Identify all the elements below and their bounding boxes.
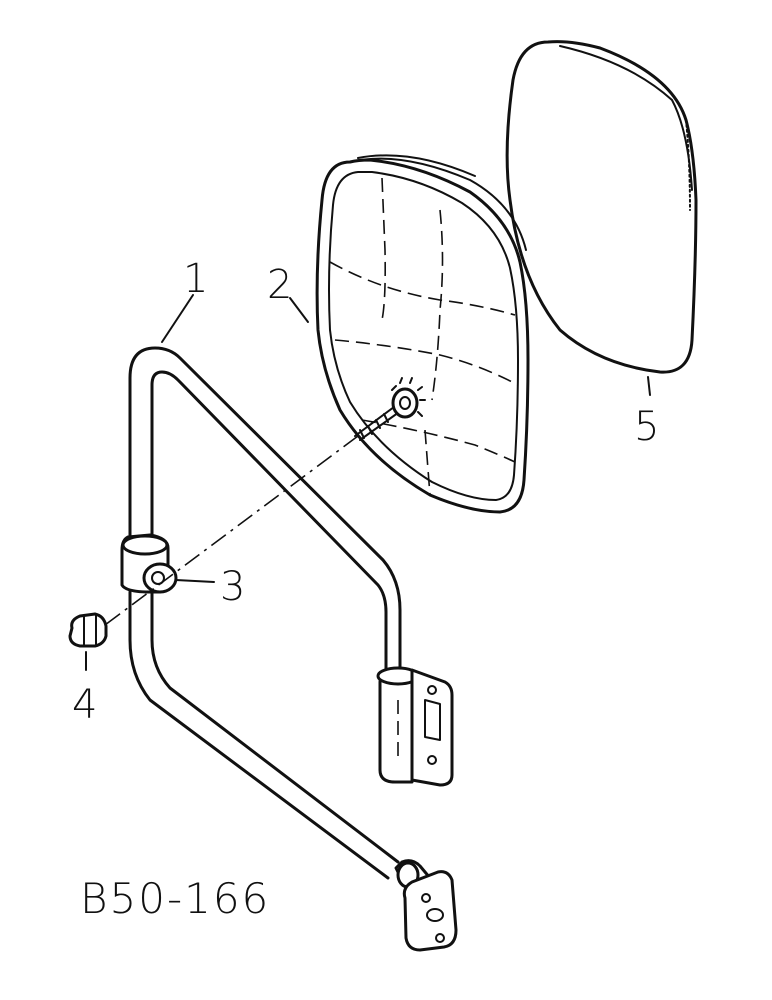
callout-part-3: 3 [220, 564, 245, 610]
assembly-axis-line [104, 435, 359, 626]
callout-part-5: 5 [634, 404, 659, 450]
callout-part-4: 4 [72, 682, 97, 728]
callout-part-2: 2 [267, 262, 292, 308]
cap-nut-part-4 [68, 612, 108, 648]
leader-lines [85, 294, 651, 671]
drawing-code: B50-166 [80, 874, 270, 923]
callout-part-1: 1 [183, 256, 208, 302]
mirror-glass-part-5 [505, 40, 698, 374]
bracket-tube-part-1 [120, 346, 458, 952]
mirror-head-part-2 [315, 154, 530, 514]
